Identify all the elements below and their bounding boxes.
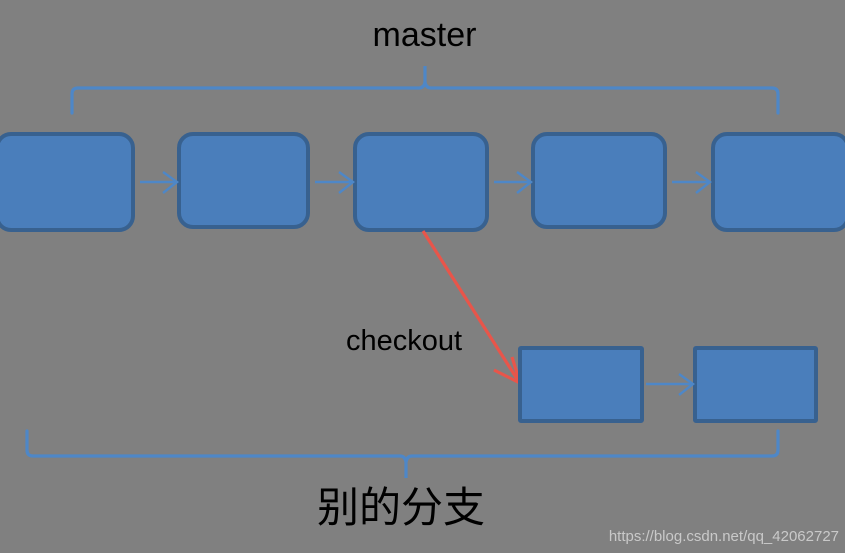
branch-bracket [25,429,780,478]
master-commit-5[interactable] [711,132,845,232]
master-commit-3[interactable] [353,132,489,232]
master-commit-4[interactable] [531,132,667,229]
master-arrow-4 [672,171,713,194]
checkout-label: checkout [346,325,463,357]
master-branch-label-text: master [372,16,477,54]
master-arrow-3 [494,171,534,194]
master-arrow-1 [140,171,180,194]
branch-arrow-1 [646,373,696,396]
master-arrow-2 [315,171,356,194]
checkout-arrow [421,230,523,387]
master-commit-2[interactable] [177,132,310,229]
watermark-text: https://blog.csdn.net/qq_42062727 [608,528,839,545]
master-commit-1[interactable] [0,132,135,232]
branch-commit-2[interactable] [693,346,818,423]
master-bracket [70,66,780,115]
branch-commit-1[interactable] [518,346,644,423]
master-branch-label: master [0,18,845,52]
other-branch-label: 别的分支 [316,483,485,532]
